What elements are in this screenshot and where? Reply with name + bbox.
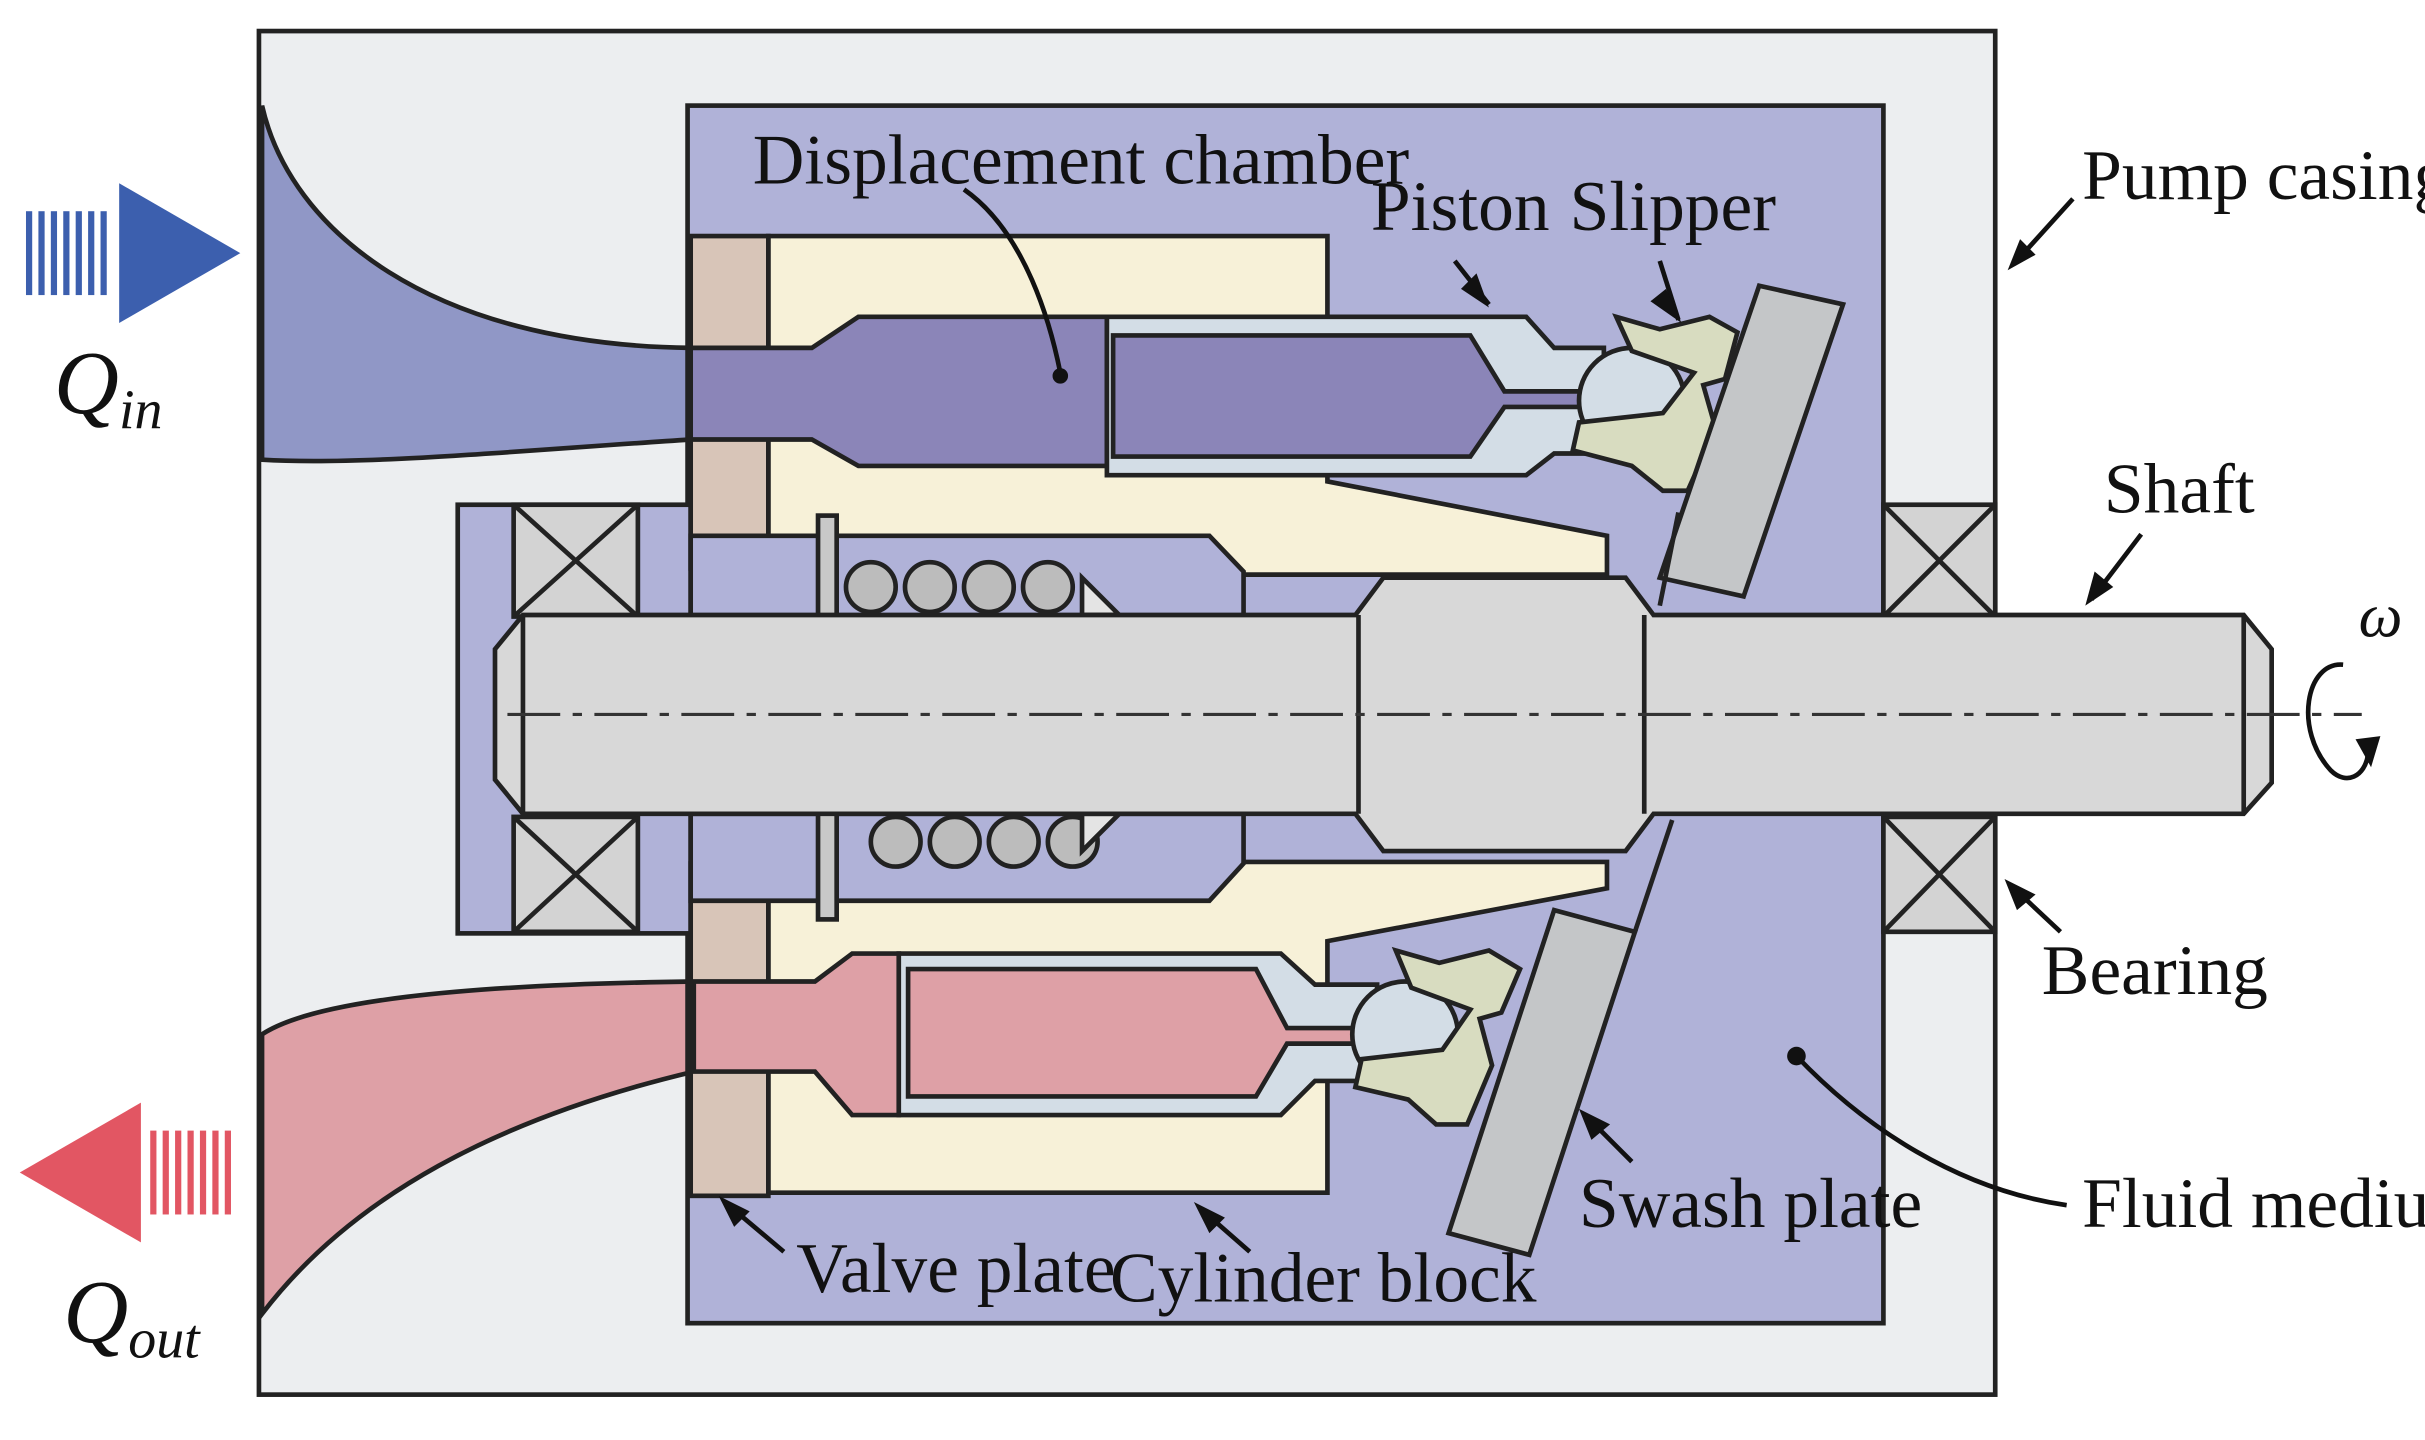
q-out-label: Qout [63,1263,201,1371]
label-piston: Piston [1371,167,1550,246]
swash-plate-upper [1656,283,1847,600]
swash-plate-lower [1445,907,1638,1258]
slipper [1570,313,1741,494]
label-swash-plate: Swash plate [1579,1164,1922,1243]
label-cylinder-block: Cylinder block [1110,1238,1537,1317]
inlet-arrow [25,183,241,324]
label-slipper: Slipper [1570,167,1777,246]
label-displacement-chamber: Displacement chamber [753,120,1410,199]
slipper-lower [1352,946,1523,1127]
label-fluid-medium: Fluid medium [2082,1164,2425,1243]
bearing-right [1881,502,1998,935]
leader-lines [718,187,2144,1254]
omega-symbol: ω [2359,583,2403,651]
rotation-arrow [2305,662,2371,781]
label-shaft: Shaft [2104,450,2255,529]
outlet-arrow [19,1102,231,1243]
label-valve-plate: Valve plate [796,1229,1115,1308]
label-pump-casing: Pump casing [2082,136,2425,215]
bearing-left [511,502,641,935]
label-bearing: Bearing [2042,931,2268,1010]
q-in-label: Qin [54,334,163,442]
spring [815,513,1125,922]
